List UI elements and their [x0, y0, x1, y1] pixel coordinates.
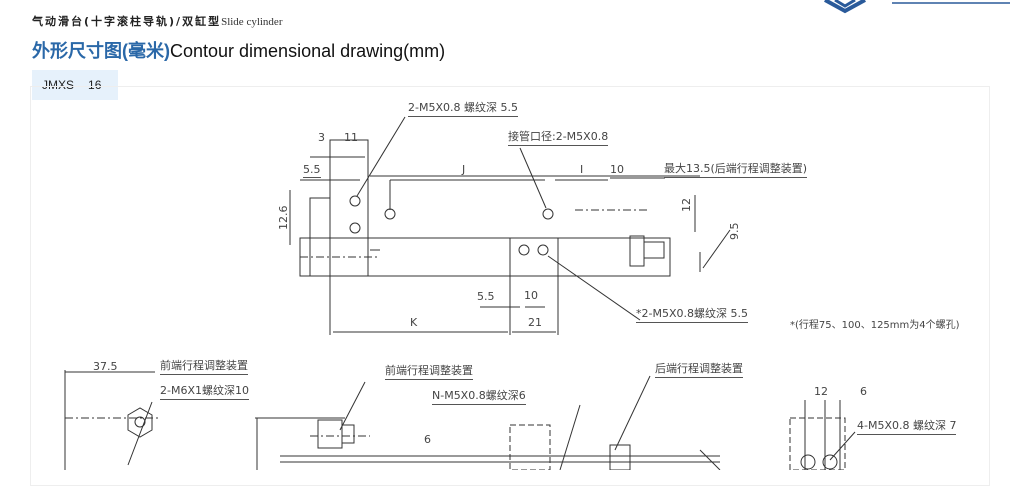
dim-6-right: 6 [860, 385, 867, 398]
callout-tap-front: 2-M5X0.8 螺纹深 5.5 [408, 99, 518, 117]
dim-3: 3 [318, 131, 325, 144]
dim-21: 21 [528, 316, 542, 329]
callout-4-m5: 4-M5X0.8 螺纹深 7 [857, 417, 957, 435]
breadcrumb: 气动滑台(十字滚柱导轨)/双缸型Slide cylinder [32, 13, 282, 29]
dim-10-bottom: 10 [524, 289, 538, 302]
dim-i: I [580, 163, 584, 176]
model-series: JMXS [42, 78, 75, 92]
dim-10-top: 10 [610, 163, 624, 176]
breadcrumb-en: Slide cylinder [221, 16, 283, 28]
callout-port: 接管口径:2-M5X0.8 [508, 128, 609, 146]
rear-stop [629, 235, 645, 267]
callout-max-stroke: 最大13.5(后端行程调整装置) [664, 160, 808, 178]
title-cn: 外形尺寸图(毫米) [32, 41, 170, 61]
end-block [329, 139, 369, 277]
dim-5-5-top: 5.5 [303, 163, 321, 178]
dim-12: 12 [680, 198, 693, 212]
dim-37-5: 37.5 [93, 360, 118, 373]
front-plate [309, 197, 331, 277]
callout-n-m5: N-M5X0.8螺纹深6 [432, 387, 526, 405]
title-en: Contour dimensional drawing(mm) [170, 41, 446, 61]
model-size: 16 [88, 78, 102, 92]
dim-j: J [462, 163, 466, 176]
dim-12-6: 12.6 [277, 205, 290, 231]
callout-front-adjust-mid: 前端行程调整装置 [385, 362, 473, 380]
model-tag: JMXS 16 [32, 70, 118, 100]
dim-6-mid: 6 [424, 433, 431, 446]
rear-screw [643, 241, 665, 259]
dim-9-5: 9.5 [728, 222, 741, 241]
dim-5-5-bottom: 5.5 [477, 290, 495, 303]
page-title: 外形尺寸图(毫米)Contour dimensional drawing(mm) [32, 37, 445, 63]
dim-k: K [410, 316, 418, 329]
callout-rear-adjust: 后端行程调整装置 [655, 360, 743, 378]
breadcrumb-cn: 气动滑台(十字滚柱导轨)/双缸型 [32, 15, 222, 28]
dim-12-right: 12 [814, 385, 828, 398]
technical-drawing [64, 116, 856, 470]
callout-tap-table: *2-M5X0.8螺纹深 5.5 [636, 305, 748, 323]
note-stroke: *(行程75、100、125mm为4个螺孔) [790, 320, 960, 331]
callout-m6: 2-M6X1螺纹深10 [160, 382, 249, 400]
dim-11: 11 [344, 131, 358, 144]
table-block [509, 237, 559, 277]
callout-front-adjust-left: 前端行程调整装置 [160, 357, 248, 375]
